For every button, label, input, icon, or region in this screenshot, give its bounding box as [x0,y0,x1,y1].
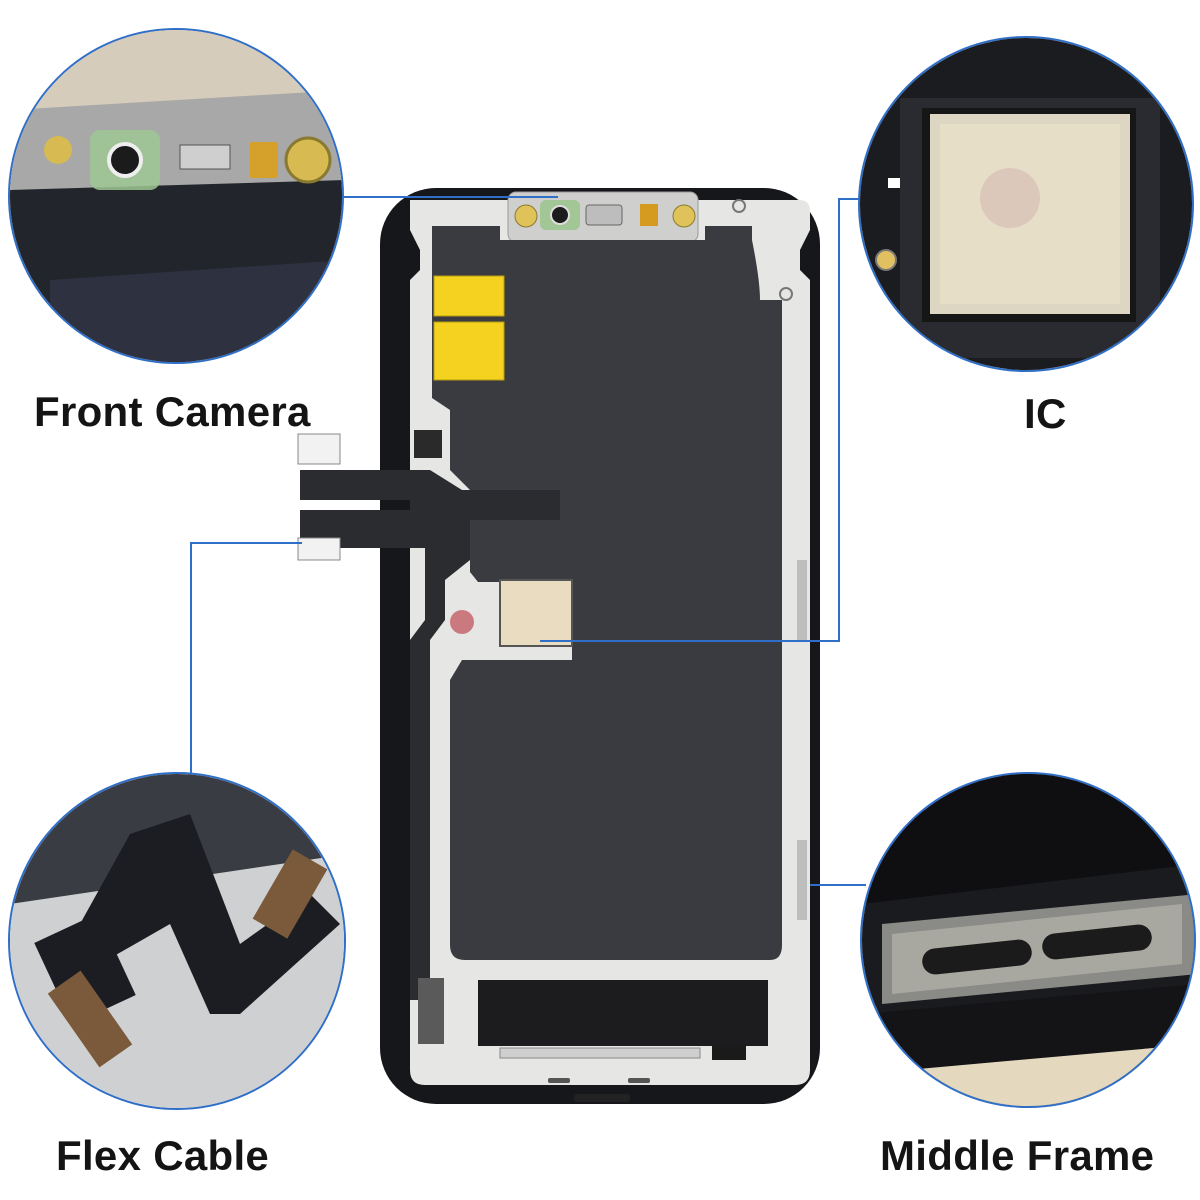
edge-connector-1 [797,560,807,640]
ic-zoom [858,36,1194,372]
bottom-rail [499,1047,701,1059]
flex-cable-zoom [8,772,346,1110]
yellow-tape-bottom [433,321,505,381]
flex-cable-label: Flex Cable [56,1132,270,1179]
bottom-slot-right [628,1078,650,1083]
ic-red-mark [450,610,474,634]
flex-tail-bottom [297,537,341,561]
screw-hole-top [732,199,746,213]
driver-ic [499,579,573,647]
front-camera-label: Front Camera [34,388,311,435]
bottom-chip [712,1044,746,1060]
ic-label: IC [1024,390,1067,437]
notch-speaker [585,204,623,226]
connector-ic-v [838,198,840,642]
connector-flex-h [190,542,302,544]
yellow-tape-top [433,275,505,317]
screw-hole-right [779,287,793,301]
notch-sensor-right [672,204,696,228]
connector-ic-h-top [838,198,864,200]
connector-flex-v [190,542,192,774]
notch-camera-lens [550,205,570,225]
bottom-dark-strip [478,980,768,1046]
bottom-left-pad [418,978,444,1044]
oled-panel [432,226,782,960]
small-connector [414,430,442,458]
flex-tail-top [297,433,341,465]
connector-ic-h-bottom [540,640,840,642]
middle-frame-label: Middle Frame [880,1132,1155,1179]
edge-connector-2 [797,840,807,920]
front-camera-zoom [8,28,344,364]
bottom-slot-mid [574,1094,630,1102]
notch-sensor-pad [640,204,658,226]
connector-front-camera-h [338,196,558,198]
flex-cable-main [300,470,560,1000]
middle-frame-zoom [860,772,1196,1108]
notch-sensor-left [514,204,538,228]
connector-middle-frame-h [810,884,866,886]
bottom-slot-left [548,1078,570,1083]
